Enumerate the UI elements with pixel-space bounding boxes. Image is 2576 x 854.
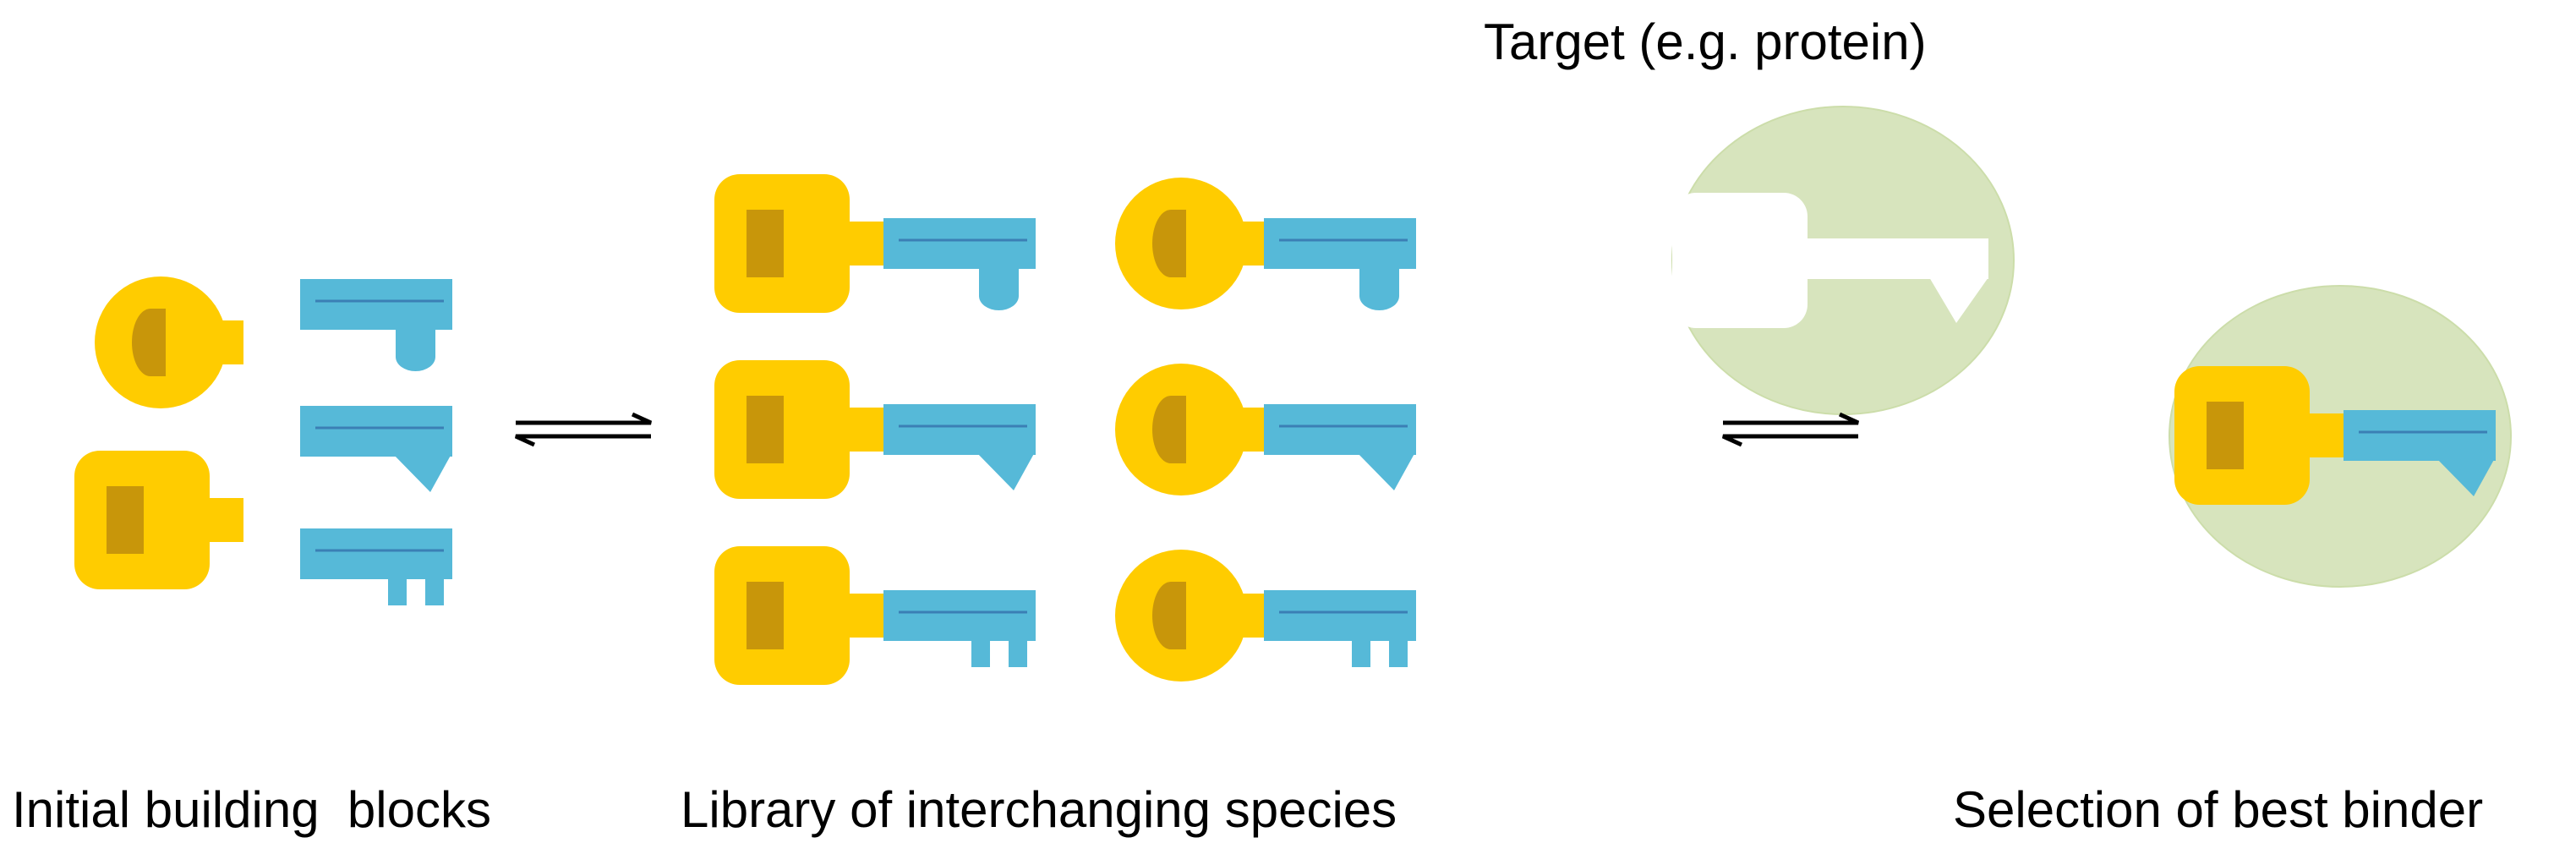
building-block-drop-shaft (298, 277, 454, 373)
library-key-round-triangle (1115, 364, 1418, 495)
target-protein (1671, 106, 2015, 415)
library-key-round-teeth (1115, 550, 1418, 682)
target-binding-pocket (1672, 193, 1988, 328)
library-key-square-drop (714, 174, 1037, 313)
equilibrium-arrows-left (516, 414, 651, 445)
library-key-square-teeth (714, 546, 1037, 685)
building-block-round-head (95, 276, 243, 408)
label-library: Library of interchanging species (681, 781, 1397, 838)
selected-complex (2169, 285, 2512, 588)
library-key-round-drop (1115, 178, 1418, 312)
library-key-square-triangle (714, 360, 1037, 499)
building-block-triangle-shaft (298, 404, 454, 494)
label-building-blocks: Initial building blocks (12, 781, 491, 838)
label-target: Target (e.g. protein) (1484, 14, 1927, 70)
equilibrium-arrows-right (1723, 414, 1858, 445)
label-selection: Selection of best binder (1953, 781, 2484, 838)
building-block-teeth-shaft (298, 527, 454, 607)
building-block-square-head (74, 451, 243, 589)
